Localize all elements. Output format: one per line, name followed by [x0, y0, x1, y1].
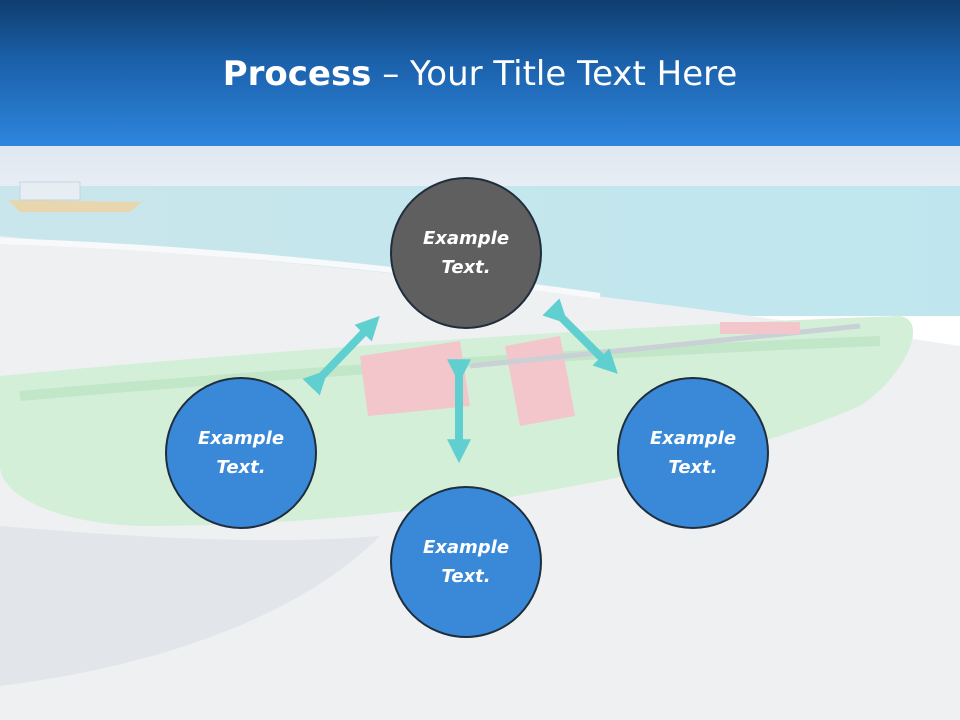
node-left-text: Example Text. — [197, 428, 285, 478]
node-right-text: Example Text. — [649, 428, 737, 478]
title-bold-part: Process — [222, 54, 372, 94]
node-bottom-text: Example Text. — [422, 537, 510, 587]
slide-title: Process – Your Title Text Here — [0, 52, 960, 96]
process-node-left: Example Text. — [165, 377, 317, 529]
node-top-text: Example Text. — [422, 228, 510, 278]
process-node-bottom: Example Text. — [390, 486, 542, 638]
title-bar — [0, 0, 960, 146]
title-rest-part: – Your Title Text Here — [371, 54, 738, 94]
process-node-right: Example Text. — [617, 377, 769, 529]
process-node-top: Example Text. — [390, 177, 542, 329]
